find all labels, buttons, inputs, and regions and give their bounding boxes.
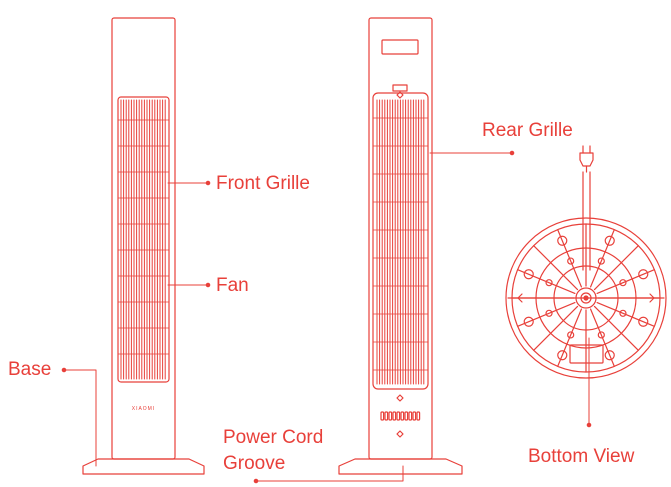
disc-label-plate [569, 344, 604, 364]
label-power-cord-groove-line1: Power Cord [223, 427, 324, 448]
brand-logo: XIAOMI [132, 406, 156, 412]
disc-inner-hole [567, 257, 575, 265]
disc-inner-hole [545, 309, 553, 317]
rear-vent-slot [396, 411, 401, 421]
disc-inner-hole [619, 309, 627, 317]
disc-outer-hole [557, 235, 568, 246]
disc-hub-inner [580, 292, 592, 304]
leader-base [63, 369, 97, 467]
disc-outer-hole [523, 269, 534, 280]
disc-hub-dot [583, 295, 589, 301]
leader-power-cord-groove [255, 465, 404, 482]
front-grille-ribs [117, 119, 170, 355]
disc-spoke [593, 305, 639, 351]
disc-hub-outer [575, 287, 597, 309]
label-bottom-view: Bottom View [528, 446, 635, 467]
rear-tower [338, 17, 463, 475]
front-tower: XIAOMI [82, 17, 205, 475]
front-grille-frame [117, 96, 170, 383]
rear-grille-slats [376, 99, 425, 385]
rear-vent-slot [380, 411, 385, 421]
disc-spoke [533, 245, 579, 291]
disc-mounting-holes [523, 235, 649, 361]
front-base [82, 458, 205, 475]
disc-spoke [593, 245, 639, 291]
front-grille-slats [120, 99, 166, 380]
disc-inner-hole [567, 331, 575, 339]
disc-inner-hole [619, 279, 627, 287]
rear-vent-slot [412, 411, 417, 421]
label-rear-grille: Rear Grille [482, 120, 573, 141]
rear-top-diamond [396, 91, 404, 99]
label-power-cord-groove-line2: Groove [223, 453, 286, 474]
rear-vent-slot [384, 411, 389, 421]
rear-vent-slot [388, 411, 393, 421]
rear-base [338, 458, 463, 475]
disc-spoke [533, 305, 579, 351]
disc-inner-hole [597, 331, 605, 339]
rear-grille-ribs [372, 117, 429, 371]
disc-outer-hole [557, 350, 568, 361]
rear-top-tab [392, 84, 408, 92]
label-front-grille: Front Grille [216, 173, 310, 194]
label-base: Base [8, 359, 52, 380]
rear-diamond-lower [396, 430, 404, 438]
rear-vents [380, 411, 421, 421]
control-panel [381, 39, 419, 55]
rear-vent-slot [400, 411, 405, 421]
disc-inner-hole [545, 279, 553, 287]
disc-outer-hole [523, 316, 534, 327]
rear-vent-slot [404, 411, 409, 421]
power-plug [579, 145, 594, 271]
disc-outer-hole [638, 316, 649, 327]
disc-inner-hole [597, 257, 605, 265]
label-fan: Fan [216, 275, 249, 296]
disc-center-arrow-left [517, 293, 523, 303]
disc-center-arrow-right [649, 293, 655, 303]
leader-lines [61, 150, 592, 484]
rear-diamond-upper [396, 394, 404, 402]
power-cord [582, 171, 591, 271]
disc-outer-hole [604, 350, 615, 361]
rear-vent-slot [416, 411, 421, 421]
disc-outer-hole [604, 235, 615, 246]
disc-outer-hole [638, 269, 649, 280]
bottom-view-disc [505, 217, 667, 379]
rear-vent-slot [408, 411, 413, 421]
rear-vent-slot [392, 411, 397, 421]
